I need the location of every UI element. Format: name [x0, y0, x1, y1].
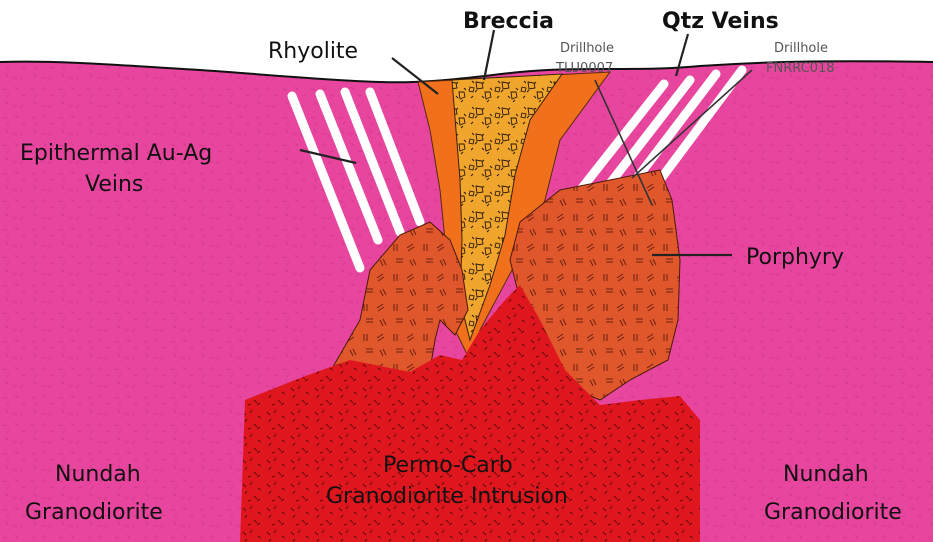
drillhole-2-title: Drillhole	[774, 41, 828, 56]
intrusion-label-line1: Permo-Carb	[383, 453, 513, 478]
nundah-left-line2: Granodiorite	[25, 500, 163, 525]
epithermal-label-line1: Epithermal Au-Ag	[20, 141, 212, 166]
nundah-right-line2: Granodiorite	[764, 500, 902, 525]
breccia-leader	[484, 30, 494, 80]
porphyry-label: Porphyry	[746, 245, 844, 270]
nundah-right-line1: Nundah	[783, 462, 869, 487]
drillhole-1-id: TLU0007	[555, 61, 613, 76]
drillhole-1-title: Drillhole	[560, 41, 614, 56]
rhyolite-label: Rhyolite	[268, 39, 358, 64]
epithermal-label-line2: Veins	[85, 172, 143, 197]
drillhole-2-id: FNRRC018	[766, 61, 835, 76]
breccia-label: Breccia	[463, 9, 554, 34]
qtz-veins-label: Qtz Veins	[662, 9, 779, 34]
intrusion-label-line2: Granodiorite Intrusion	[326, 484, 568, 509]
nundah-left-line1: Nundah	[55, 462, 141, 487]
